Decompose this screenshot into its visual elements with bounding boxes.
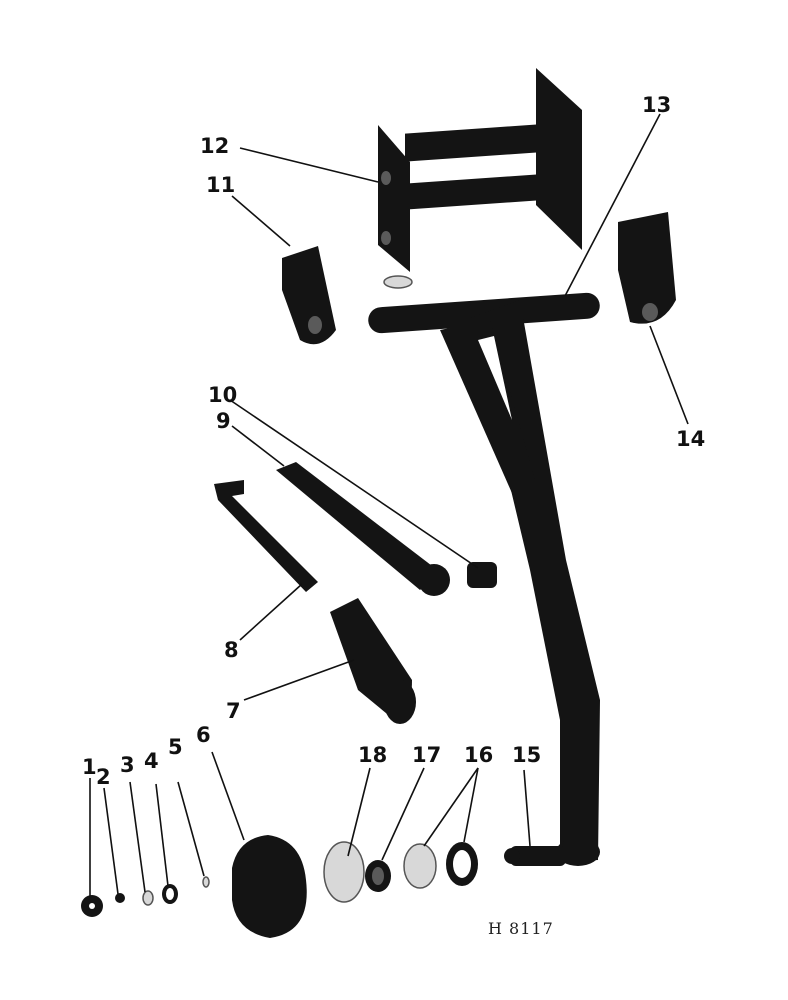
part-10-bushing (467, 562, 497, 588)
part-3-washer (142, 890, 154, 906)
callout-16: 16 (464, 743, 493, 767)
part-8-rod (214, 480, 318, 592)
part-9-rod (276, 462, 450, 596)
part-18-sleeve (323, 841, 365, 903)
part-11-bracket (282, 246, 336, 345)
callout-3: 3 (120, 753, 135, 777)
part-15-shaft (504, 846, 566, 866)
callout-10: 10 (208, 383, 237, 407)
callout-5: 5 (168, 735, 183, 759)
callout-15: 15 (512, 743, 541, 767)
part-2-washer (115, 893, 125, 903)
callout-7: 7 (226, 699, 241, 723)
leader-lines (89, 113, 689, 898)
part-6-pedal-pad (232, 835, 307, 938)
callout-14: 14 (676, 427, 705, 451)
part-16-seals (403, 842, 478, 889)
callout-1: 1 (82, 755, 97, 779)
callout-18: 18 (358, 743, 387, 767)
callout-17: 17 (412, 743, 441, 767)
callout-4: 4 (144, 749, 159, 773)
callout-labels: 12 11 13 14 10 9 8 7 6 1 2 3 4 5 18 17 1… (82, 93, 705, 789)
part-12-support-bracket (378, 68, 582, 289)
callout-8: 8 (224, 638, 239, 662)
callout-2: 2 (96, 765, 111, 789)
part-14-bracket (618, 212, 676, 324)
part-7-lever (330, 598, 416, 724)
part-17-bearing (365, 860, 391, 892)
part-13-pedal-arm (368, 292, 600, 866)
part-1-nut (81, 895, 103, 917)
callout-11: 11 (206, 173, 235, 197)
figure-code: H 8117 (488, 919, 554, 938)
part-4-ring (162, 884, 178, 904)
callout-6: 6 (196, 723, 211, 747)
callout-13: 13 (642, 93, 671, 117)
callout-12: 12 (200, 134, 229, 158)
callout-9: 9 (216, 409, 231, 433)
part-5-pin (202, 876, 210, 888)
